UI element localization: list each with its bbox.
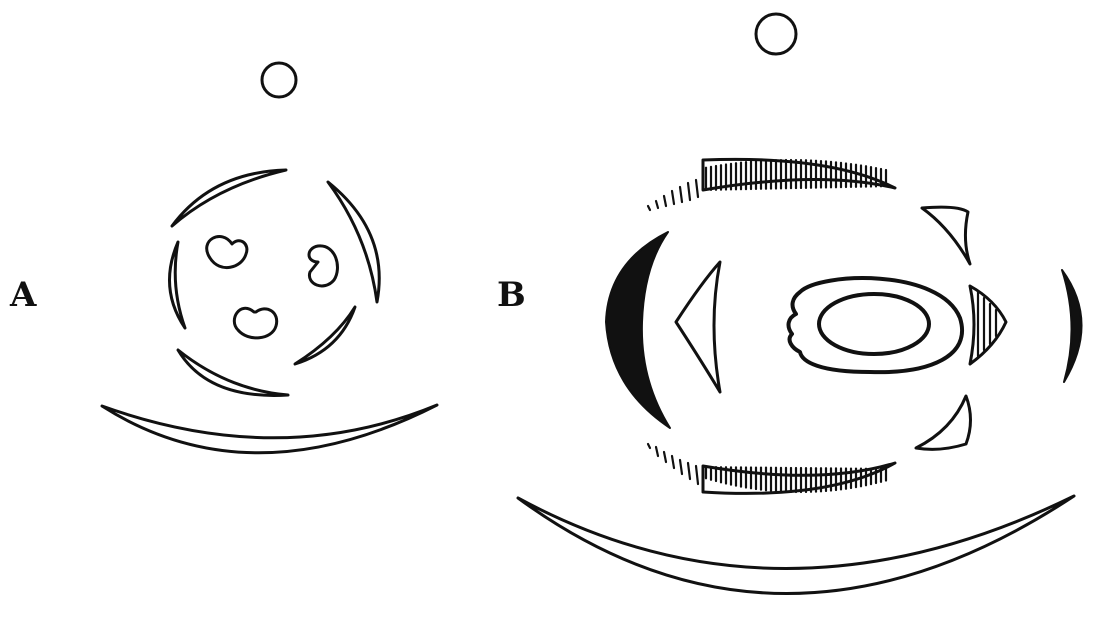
diagram-a-kidney-shapes [207, 237, 338, 338]
diagram-a [102, 63, 437, 453]
diagram-b-left-solid-crescent [606, 232, 670, 428]
diagram-b-right-hatched-piece [970, 286, 1006, 364]
diagram-b-ovary-inner [819, 294, 929, 354]
diagram-b-bottom-hatched-crescent [648, 444, 895, 493]
label-a: A [10, 278, 36, 312]
diagram-a-crescent-top-left [172, 170, 286, 226]
diagram-b-central-ovary [789, 278, 963, 372]
label-b: B [497, 278, 526, 312]
diagram-b-subtending-bract [518, 496, 1074, 594]
diagram-b-upper-right-bract [922, 207, 970, 264]
diagram-b-axis-circle [756, 14, 796, 54]
diagram-a-kidney-top-left [207, 237, 247, 268]
diagram-b-lower-right-bract [916, 396, 971, 449]
diagram-b-right-solid-crescent [1062, 270, 1082, 382]
diagram-a-crescent-lower-right [295, 307, 355, 364]
diagram-b [518, 14, 1082, 594]
diagram-a-upper-crescents [169, 170, 379, 364]
diagram-a-subtending-bract [102, 405, 437, 453]
diagram-b-top-hatched-crescent [648, 159, 895, 210]
diagram-a-lower-crescent [178, 350, 288, 395]
diagram-a-axis-circle [262, 63, 296, 97]
diagram-a-crescent-right [328, 182, 379, 302]
diagram-a-crescent-left [169, 242, 185, 328]
diagram-a-kidney-right [309, 246, 337, 286]
diagram-b-inner-left-crescent [676, 262, 720, 392]
diagram-a-kidney-bottom [234, 308, 276, 338]
